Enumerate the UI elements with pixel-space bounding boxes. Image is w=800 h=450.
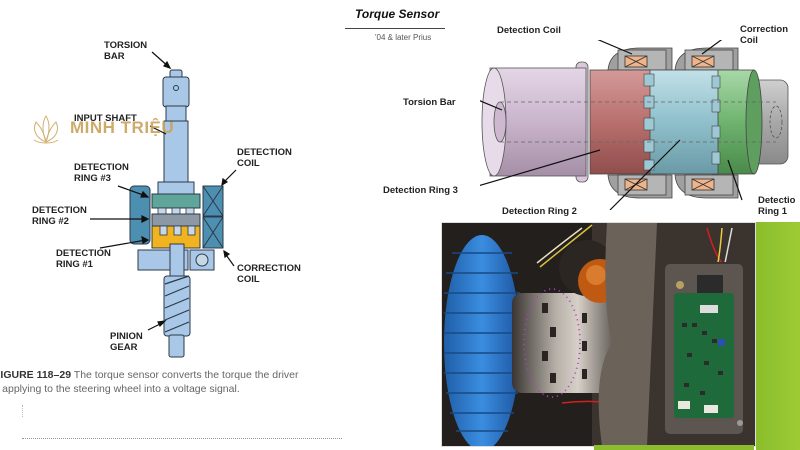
coil-housing-left xyxy=(129,185,151,245)
label-correction-coil: CORRECTION COIL xyxy=(237,263,301,286)
input-shaft-head xyxy=(162,76,190,108)
diagram-title: Torque Sensor xyxy=(355,7,440,21)
input-shaft xyxy=(163,120,189,184)
label-line: Ring 1 xyxy=(758,206,788,218)
label-line: COIL xyxy=(237,274,260,286)
metal-shaft xyxy=(512,293,622,393)
label-detection-ring-1: DETECTION RING #1 xyxy=(56,248,111,271)
detection-ring-2-cylinder xyxy=(647,69,719,175)
blue-gear xyxy=(444,235,520,446)
figure-number: FIGURE 118–29 xyxy=(0,369,72,381)
label-detection-coil-right: Detection Coil xyxy=(497,25,561,36)
lotus-logo-icon xyxy=(33,115,59,144)
caption-line-2: s applying to the steering wheel into a … xyxy=(0,383,240,396)
label-line: DETECTION xyxy=(74,162,129,173)
caption-line-1: The torque sensor converts the torque th… xyxy=(73,369,299,381)
label-line: RING #2 xyxy=(32,216,69,228)
label-input-shaft: INPUT SHAFT xyxy=(74,113,137,124)
label-line: DETECTION xyxy=(56,248,111,259)
pinion-gear xyxy=(163,275,191,358)
label-line: RING #3 xyxy=(74,173,111,185)
vertical-tick xyxy=(22,405,23,417)
detection-coil xyxy=(202,185,224,217)
label-detection-ring-2-right: Detection Ring 2 xyxy=(502,206,577,217)
bracket xyxy=(598,223,657,446)
label-line: Coil xyxy=(740,35,758,47)
label-line: PINION xyxy=(110,331,143,342)
highlight-circle xyxy=(523,288,581,398)
label-detection-ring-1-right: Detectio Ring 1 xyxy=(758,195,795,218)
correction-coil-winding-top xyxy=(691,55,715,68)
label-torsion-bar: TORSION BAR xyxy=(104,40,147,63)
left-sensor-diagram xyxy=(90,51,237,358)
label-detection-ring-3: DETECTION RING #3 xyxy=(74,162,129,185)
detection-ring-3-cylinder xyxy=(589,69,651,175)
leader-lines xyxy=(90,51,237,331)
coil-housing-bottom xyxy=(607,174,739,199)
label-line: RING #1 xyxy=(56,259,93,271)
label-detection-ring-2: DETECTION RING #2 xyxy=(32,205,87,228)
label-pinion-gear: PINION GEAR xyxy=(110,331,143,354)
label-line: Detectio xyxy=(758,195,796,206)
title-underline xyxy=(345,28,445,29)
watermark-text: MINH TRIỆU xyxy=(70,118,175,137)
detection-ring-3 xyxy=(151,193,201,209)
label-line: Correction xyxy=(740,24,789,35)
label-line: DETECTION xyxy=(32,205,87,216)
photo-illustration xyxy=(442,223,755,446)
shaft-hole xyxy=(173,85,179,91)
label-detection-ring-3-right: Detection Ring 3 xyxy=(383,185,458,196)
label-line: BAR xyxy=(104,51,125,63)
detection-coil-winding-top xyxy=(624,55,648,68)
label-line: DETECTION xyxy=(237,147,292,158)
label-line: CORRECTION xyxy=(237,263,301,274)
label-torsion-bar-right: Torsion Bar xyxy=(403,97,456,108)
dotted-divider xyxy=(22,438,342,439)
coil-housing-top xyxy=(607,47,739,71)
label-line: GEAR xyxy=(110,342,138,354)
correction-coil xyxy=(202,216,224,249)
diagram-subtitle: '04 & later Prius xyxy=(375,33,432,42)
accent-band-bottom xyxy=(594,445,754,450)
label-detection-coil: DETECTION COIL xyxy=(237,147,292,170)
right-leader-lines xyxy=(480,40,743,210)
right-sensor-diagram xyxy=(480,40,789,210)
bearing-icon xyxy=(195,253,209,267)
label-line: COIL xyxy=(237,158,260,170)
figure-caption: FIGURE 118–29 The torque sensor converts… xyxy=(0,368,344,396)
accent-band xyxy=(756,222,800,450)
sensor-photo xyxy=(441,222,756,447)
label-correction-coil-right: Correction Coil xyxy=(740,24,788,47)
label-line: TORSION xyxy=(104,40,148,51)
detection-ring-2 xyxy=(151,213,201,227)
